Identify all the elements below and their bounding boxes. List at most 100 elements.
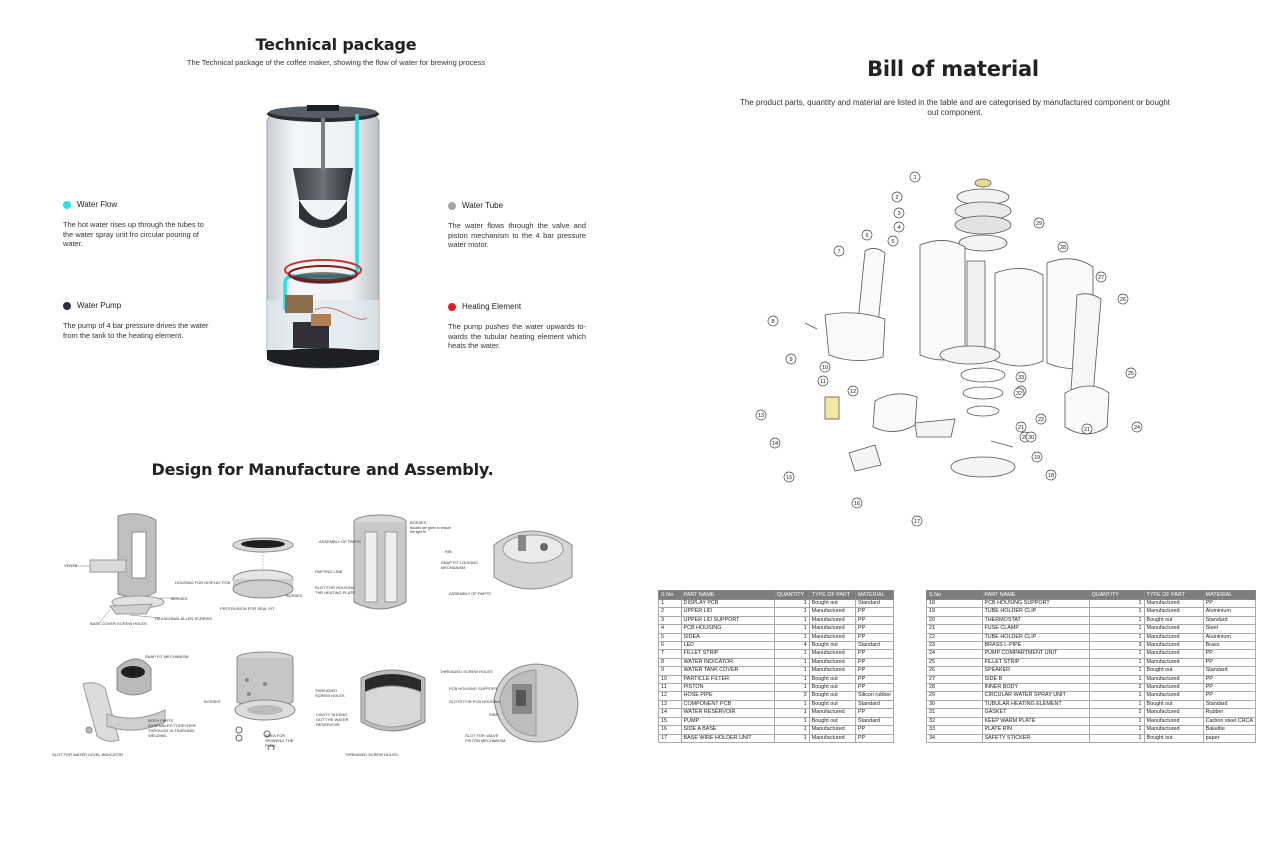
cell-material: Standard xyxy=(855,699,894,710)
col-quantity: QUANTITY xyxy=(1088,590,1145,600)
callout-22: 22 xyxy=(1035,413,1047,425)
cell-type: Bought out xyxy=(808,699,857,710)
callout-9: 9 xyxy=(785,353,797,365)
dfma-water-reservoir-drawing xyxy=(82,658,166,742)
callout-16: 16 xyxy=(851,497,863,509)
cell-quantity: 1 xyxy=(773,683,810,693)
bom-subtitle: The product parts, quantity and material… xyxy=(739,98,1171,117)
cell-sno: 22 xyxy=(926,632,983,643)
cell-material: PP xyxy=(855,657,894,668)
label-slot-housing: SLOT FOR HOUSING THE HEATING PLATE xyxy=(315,585,356,595)
cell-sno: 24 xyxy=(926,649,983,659)
label-threaded-holes: THREADED SCREW HOLES xyxy=(315,688,345,698)
callout-4: 4 xyxy=(893,221,905,233)
cell-sno: 33 xyxy=(926,725,983,735)
svg-text:26: 26 xyxy=(1120,297,1126,303)
legend-desc-water-tube: The water flows through the valve and pi… xyxy=(448,221,586,250)
cell-quantity: 1 xyxy=(1088,649,1145,659)
callout-6: 6 xyxy=(861,229,873,241)
svg-text:9: 9 xyxy=(789,357,792,363)
cell-part-name: FILLET STRIP xyxy=(680,649,775,659)
cell-part-name: SPEAKER xyxy=(981,666,1090,676)
callout-30: 30 xyxy=(1025,431,1037,443)
cell-material: PP xyxy=(855,615,894,626)
svg-text:19: 19 xyxy=(1034,455,1040,461)
svg-text:28: 28 xyxy=(1060,245,1066,251)
cell-part-name: PUMP COMPARTMENT UNIT xyxy=(981,649,1090,659)
legend-desc-water-flow: The hot water rises up through the tubes… xyxy=(63,220,204,249)
cell-part-name: DISPLAY PCB xyxy=(680,598,775,609)
cell-type: Manufactured xyxy=(1143,624,1204,634)
callout-24: 24 xyxy=(1131,421,1143,433)
cell-part-name: PARTICLE FILTER xyxy=(680,674,775,685)
label-slot-water: SLOT FOR WATER LEVEL INDICATOR xyxy=(52,752,124,757)
cell-material: Standard xyxy=(855,716,894,727)
cell-quantity: 1 xyxy=(1088,666,1145,676)
label-slot-valve: SLOT FOR VALVE PISTON MECHANISM xyxy=(465,733,506,743)
legend-title-water-tube: Water Tube xyxy=(462,201,504,210)
cell-sno: 12 xyxy=(658,691,682,701)
cell-quantity: 1 xyxy=(1088,691,1145,701)
technical-title: Technical package xyxy=(255,35,417,54)
cell-sno: 20 xyxy=(926,615,983,626)
cell-part-name: CIRCULAR WATER SPRAY UNIT xyxy=(981,691,1090,701)
callout-12: 12 xyxy=(847,385,859,397)
svg-text:1: 1 xyxy=(913,175,916,181)
col-sno: S.No xyxy=(926,590,983,600)
svg-text:16: 16 xyxy=(854,501,860,507)
cell-sno: 18 xyxy=(926,598,983,609)
bom-title: Bill of material xyxy=(867,57,1039,81)
cell-material: PP xyxy=(855,725,894,735)
cell-material: PP xyxy=(1202,657,1257,668)
cell-type: Manufactured xyxy=(1143,641,1204,651)
label-bosses: BOSSES xyxy=(171,596,188,601)
label-ribs: RIBS xyxy=(489,712,499,717)
cell-part-name: BASE WIRE HOLDER UNIT xyxy=(680,733,775,743)
svg-text:5: 5 xyxy=(891,239,894,245)
cell-material: Standard xyxy=(1202,615,1257,626)
cell-type: Manufactured xyxy=(808,666,857,676)
cell-material: Aluminium xyxy=(1202,632,1257,643)
cell-sno: 16 xyxy=(658,725,682,735)
cell-material: Standard xyxy=(855,598,894,609)
bom-table-2: S.No PART NAME QUANTITY TYPE OF PART MAT… xyxy=(926,590,1257,743)
cell-part-name: PCB HOUSING SUPPORT xyxy=(981,598,1090,609)
cell-part-name: SAFETY STICKER xyxy=(981,733,1090,743)
cell-part-name: GASKET xyxy=(981,708,1090,718)
svg-text:33: 33 xyxy=(1018,375,1024,381)
svg-text:25: 25 xyxy=(1128,371,1134,377)
dfma-title: Design for Manufacture and Assembly. xyxy=(151,460,494,479)
cell-sno: 3 xyxy=(658,615,682,626)
legend-heating-element: Heating Element The pump pushes the wate… xyxy=(448,302,586,351)
cell-sno: 28 xyxy=(926,683,983,693)
label-both-parts: BOTH PARTS ASSEMBLED TOGETHER THROUGH UL… xyxy=(148,718,196,738)
label-cavity: CAVITY SLIDING OUT THE WATER RESERVOIR xyxy=(316,712,349,727)
cell-type: Manufactured xyxy=(1143,691,1204,701)
cell-type: Manufactured xyxy=(808,733,857,743)
svg-text:15: 15 xyxy=(786,475,792,481)
legend-water-pump: Water Pump The pump of 4 bar pressure dr… xyxy=(63,301,209,340)
cell-quantity: 1 xyxy=(773,632,810,643)
cell-sno: 9 xyxy=(658,666,682,676)
cell-sno: 14 xyxy=(658,708,682,718)
legend-title-heating-element: Heating Element xyxy=(462,302,522,311)
cell-type: Bought out xyxy=(808,691,857,701)
legend-water-tube: Water Tube The water flows through the v… xyxy=(448,201,586,250)
cell-material: Carbon steel CRCA xyxy=(1202,716,1257,727)
cell-quantity: 2 xyxy=(1088,708,1145,718)
svg-text:10: 10 xyxy=(822,365,828,371)
cell-sno: 4 xyxy=(658,624,682,634)
cell-quantity: 1 xyxy=(1088,657,1145,668)
cell-sno: 13 xyxy=(658,699,682,710)
cell-material: PP xyxy=(855,632,894,643)
callout-21: 21 xyxy=(1081,423,1093,435)
